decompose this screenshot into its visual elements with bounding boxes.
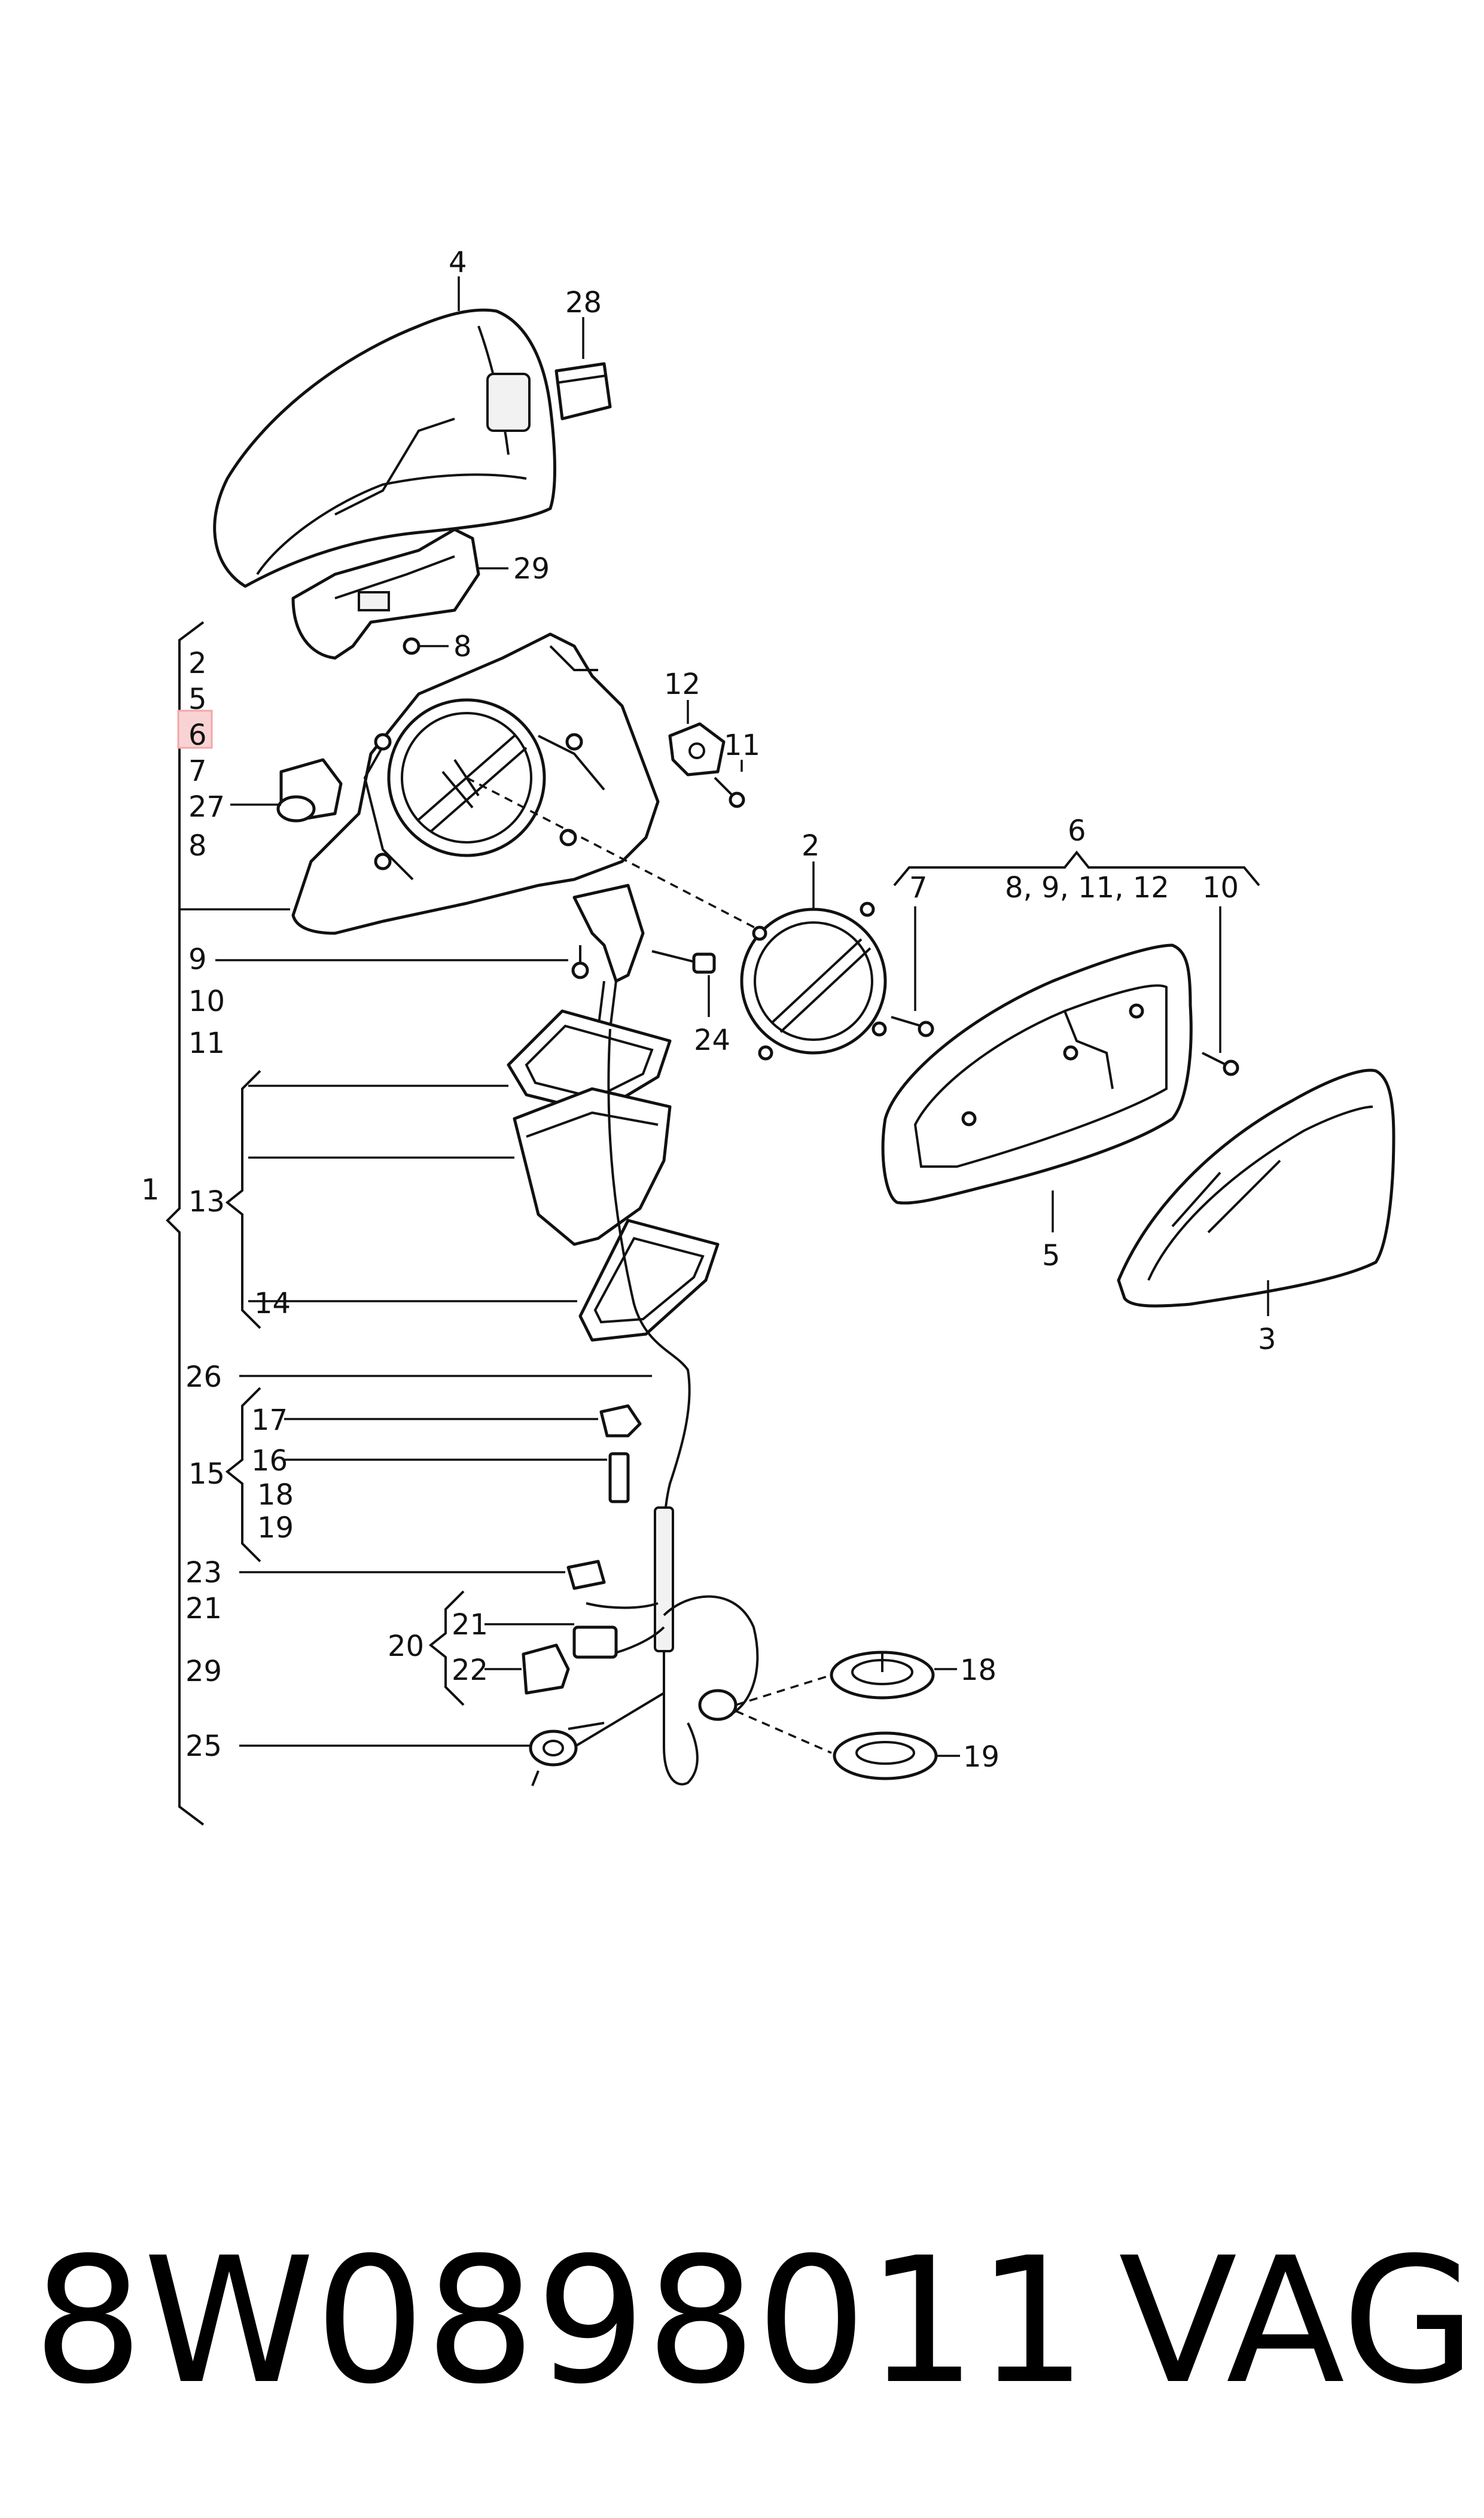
- label-16: 16: [251, 1444, 288, 1478]
- label-10-right: 10: [1202, 871, 1239, 905]
- label-19-list: 19: [257, 1511, 294, 1545]
- label-18: 18: [960, 1654, 997, 1687]
- label-7-right: 7: [909, 871, 928, 905]
- label-24: 24: [694, 1024, 730, 1057]
- label-4: 4: [449, 246, 467, 279]
- label-7-left: 7: [188, 754, 207, 788]
- screw-8-top: [403, 637, 420, 655]
- part-2-adjuster-plate: [740, 902, 887, 1061]
- wiring-harness: [573, 1028, 759, 1786]
- part-22-connector: [522, 1643, 570, 1695]
- label-6-left-highlighted[interactable]: 6: [188, 718, 207, 752]
- label-2-left: 2: [188, 647, 207, 680]
- label-23: 23: [185, 1556, 222, 1590]
- bracket-15: [225, 1387, 261, 1563]
- part-29-bracket: [291, 528, 480, 660]
- label-28: 28: [565, 286, 602, 319]
- footer-brand: VAG: [1119, 2221, 1476, 2422]
- part-4-mirror-cap: [213, 308, 556, 588]
- label-29-top: 29: [513, 552, 550, 586]
- screw-9: [571, 945, 589, 979]
- label-19: 19: [963, 1740, 1000, 1774]
- bracket-20: [428, 1590, 465, 1706]
- label-29-list: 29: [185, 1655, 222, 1688]
- right-group-bracket-6: [893, 850, 1260, 887]
- harness-grommet: [698, 1689, 738, 1721]
- highlight-box[interactable]: [177, 710, 213, 749]
- label-6-sublist: 8, 9, 11, 12: [1005, 871, 1169, 905]
- part-27-sensor: [276, 758, 343, 823]
- label-8-left: 8: [188, 829, 207, 863]
- label-22: 22: [452, 1654, 488, 1687]
- left-group-bracket-1: [166, 621, 290, 1826]
- part-21-connector: [572, 1625, 618, 1659]
- label-21: 21: [452, 1608, 488, 1642]
- screw-7: [891, 906, 934, 1037]
- label-3: 3: [1258, 1323, 1276, 1356]
- part-13-seal-upper: [507, 1009, 672, 1115]
- label-14: 14: [254, 1287, 291, 1320]
- label-25: 25: [185, 1730, 222, 1763]
- label-2-right: 2: [802, 829, 820, 863]
- part-3-mirror-glass: [1117, 1068, 1395, 1308]
- mirror-base-housing: [291, 632, 660, 935]
- label-12: 12: [664, 668, 700, 701]
- part-19-grommet: [833, 1731, 938, 1780]
- screw-24: [651, 950, 716, 974]
- part-16-connector: [608, 1452, 630, 1503]
- label-21-list: 21: [185, 1592, 222, 1625]
- label-11-top: 11: [724, 729, 760, 762]
- label-20: 20: [388, 1630, 424, 1663]
- part-23-connector: [566, 1560, 606, 1590]
- screw-10: [1202, 906, 1239, 1076]
- label-26: 26: [185, 1360, 222, 1394]
- label-8-top: 8: [453, 630, 472, 663]
- part-5-glass-carrier: [881, 943, 1193, 1205]
- bracket-13: [225, 1070, 577, 1329]
- part-17-clip: [599, 1404, 642, 1438]
- part-25-grommet: [529, 1722, 605, 1786]
- label-1: 1: [141, 1173, 160, 1207]
- part-18-grommet: [830, 1651, 935, 1700]
- label-10-left: 10: [188, 985, 225, 1018]
- label-5: 5: [1042, 1239, 1061, 1272]
- label-27-left: 27: [188, 790, 225, 824]
- part-14-seal-lower: [578, 1219, 720, 1342]
- label-15: 15: [188, 1457, 225, 1491]
- label-11-left: 11: [188, 1027, 225, 1060]
- label-17: 17: [251, 1403, 288, 1437]
- part-28-clip: [554, 362, 612, 421]
- part-12-connector: [668, 722, 726, 777]
- part-13-boot: [513, 1087, 672, 1246]
- label-18-list: 18: [257, 1478, 294, 1512]
- label-13: 13: [188, 1185, 225, 1219]
- footer-part-number: 8W0898011: [33, 2221, 1087, 2422]
- label-6-right: 6: [1068, 814, 1086, 848]
- label-9: 9: [188, 943, 207, 976]
- screw-11-top: [714, 777, 745, 808]
